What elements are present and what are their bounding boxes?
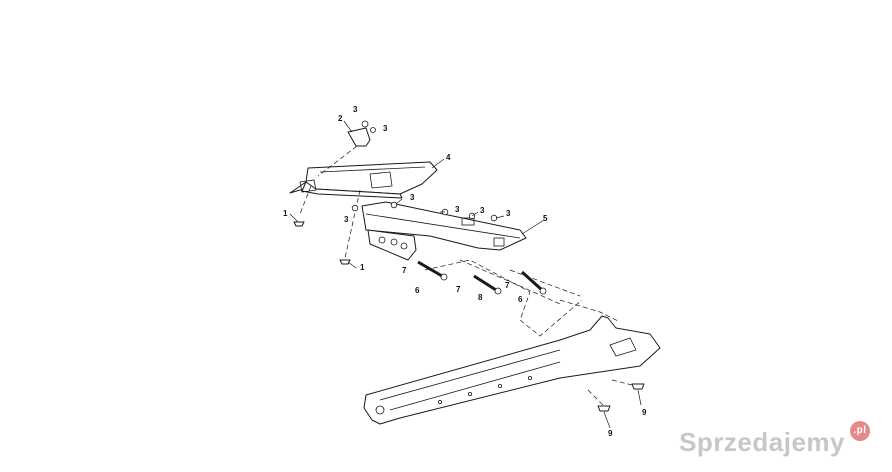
callout-1-lower: 1 bbox=[360, 263, 365, 272]
callout-6-right: 6 bbox=[518, 295, 523, 304]
screw-fasteners bbox=[293, 221, 645, 412]
callout-9-right: 9 bbox=[642, 408, 647, 417]
bolt-fasteners bbox=[417, 260, 547, 295]
callout-labels: 1 1 2 3 3 3 3 3 3 3 4 5 6 6 7 7 7 8 9 9 bbox=[283, 105, 647, 438]
clip-part bbox=[347, 120, 376, 147]
callout-6-left: 6 bbox=[415, 286, 420, 295]
watermark-text: Sprzedajemy bbox=[679, 427, 845, 457]
callout-8: 8 bbox=[478, 293, 483, 302]
callout-3-clip-right: 3 bbox=[383, 124, 388, 133]
callout-2: 2 bbox=[338, 114, 343, 123]
callout-3-rail-2: 3 bbox=[455, 205, 460, 214]
callout-4: 4 bbox=[446, 153, 451, 162]
callout-9-lower: 9 bbox=[608, 429, 613, 438]
callout-7-middle: 7 bbox=[456, 285, 461, 294]
callout-lines bbox=[289, 120, 642, 429]
callout-3-rail-3: 3 bbox=[480, 206, 485, 215]
main-rail-part bbox=[361, 201, 527, 261]
callout-7-right: 7 bbox=[505, 281, 510, 290]
assembly-leader-lines bbox=[299, 145, 637, 407]
callout-1-upper: 1 bbox=[283, 209, 288, 218]
sprzedajemy-watermark: Sprzedajemy .pl bbox=[679, 420, 870, 458]
callout-3-top: 3 bbox=[353, 105, 358, 114]
bolt-6-right bbox=[520, 270, 547, 295]
callout-7-left: 7 bbox=[402, 266, 407, 275]
callout-3-rail-1: 3 bbox=[410, 193, 415, 202]
callout-3-rail-4: 3 bbox=[506, 209, 511, 218]
bolt-6-left bbox=[417, 260, 448, 281]
callout-5: 5 bbox=[543, 214, 548, 223]
bolt-8-middle bbox=[473, 274, 502, 295]
callout-3-left: 3 bbox=[344, 215, 349, 224]
watermark-badge: .pl bbox=[850, 420, 870, 441]
boom-arm-part bbox=[363, 315, 661, 425]
upper-bracket-part bbox=[289, 161, 438, 199]
